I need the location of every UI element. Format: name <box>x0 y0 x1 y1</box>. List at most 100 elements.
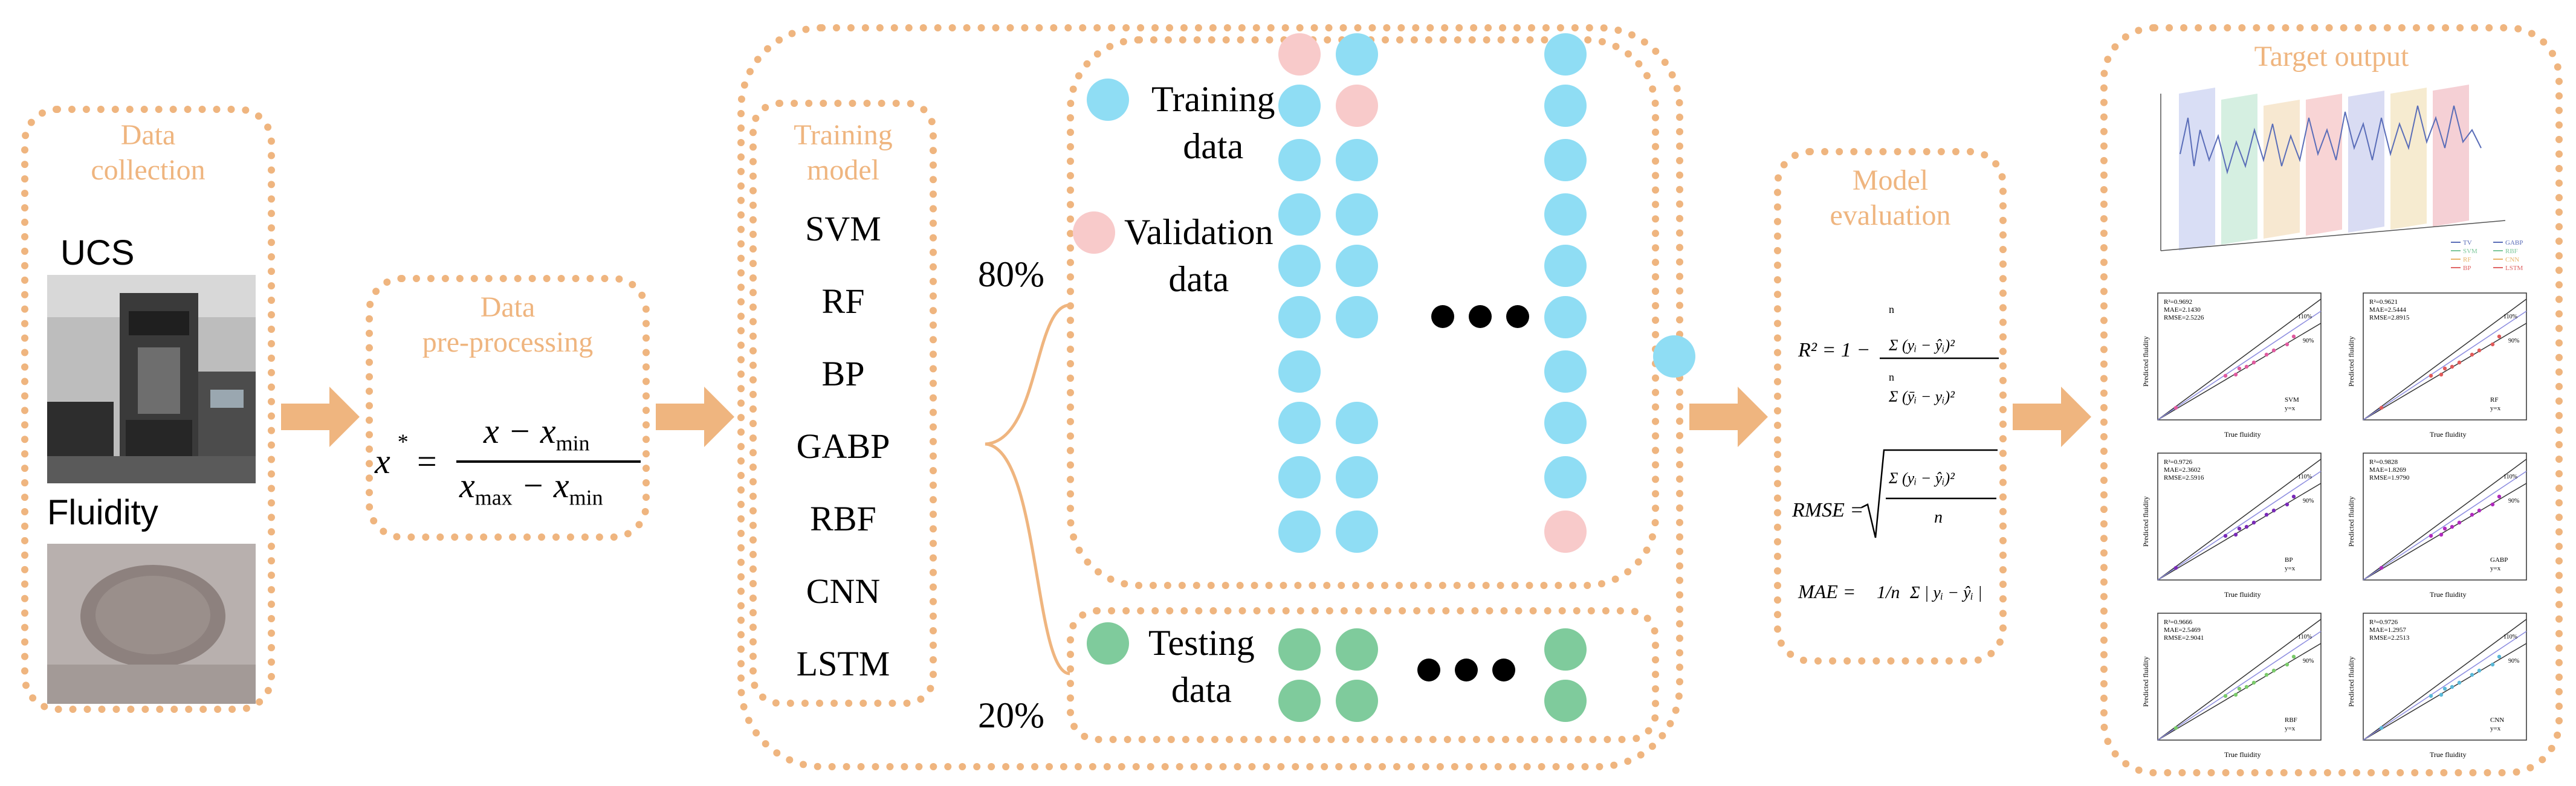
scatter-point <box>2457 520 2462 525</box>
panel-legend-fit: y=x <box>2490 565 2501 572</box>
identity-line <box>2157 311 2322 420</box>
training-sample-dot <box>1278 245 1321 287</box>
plot-frame <box>2363 453 2527 581</box>
identity-line <box>2363 311 2527 420</box>
scatter-point <box>2264 352 2269 357</box>
validation-sample-dot <box>1336 85 1378 127</box>
scatter-point <box>2285 342 2290 347</box>
scatter-point <box>2244 364 2249 369</box>
upper-band-line <box>2157 619 2322 741</box>
scatter-point <box>2264 512 2269 517</box>
fluidity-photo <box>47 544 256 704</box>
svg-text:n: n <box>1934 508 1943 527</box>
preprocessing-box <box>366 275 650 541</box>
ellipsis-dot <box>1455 659 1478 681</box>
panel-legend-fit: y=x <box>2285 725 2296 732</box>
scatter-point <box>2237 526 2242 531</box>
svg-text:Σ (ȳᵢ − yᵢ)²: Σ (ȳᵢ − yᵢ)² <box>1888 388 1955 405</box>
training-sample-dot <box>1336 193 1378 236</box>
stat-label: RMSE=2.9041 <box>2164 634 2204 642</box>
model-item: LSTM <box>796 644 890 683</box>
arrow-3 <box>1689 387 1768 447</box>
stat-label: RMSE=2.5226 <box>2164 314 2204 321</box>
x-axis-label: True fluidity <box>2430 430 2467 439</box>
sqrt-sign <box>1861 449 1998 538</box>
panel-legend-fit: y=x <box>2490 405 2501 412</box>
scatter-point <box>2244 524 2249 529</box>
training-sample-dot <box>1544 193 1587 236</box>
edge-training-dot <box>1653 335 1695 378</box>
scatter-point <box>2271 508 2276 513</box>
legend-label: SVM <box>2463 248 2477 255</box>
scatter-point <box>2439 532 2444 537</box>
scatter-point <box>2379 726 2384 730</box>
band-lower-label: 90% <box>2508 338 2519 344</box>
training-sample-dot <box>1336 511 1378 553</box>
identity-line <box>2157 631 2322 741</box>
y-axis-label: Predicted fluidity <box>2141 336 2150 387</box>
scatter-point <box>2442 526 2447 531</box>
plot-frame <box>2363 292 2527 420</box>
band-upper-label: 110% <box>2298 474 2312 480</box>
lower-band-line <box>2157 323 2322 420</box>
panel-legend-name: GABP <box>2490 556 2508 564</box>
y-axis-label: Predicted fluidity <box>2141 496 2150 547</box>
scatter-point <box>2173 726 2178 730</box>
testing-legend-dot <box>1087 622 1129 665</box>
model-item: BP <box>821 354 865 393</box>
scatter-panel-svm: R²=0.9692MAE=2.1430RMSE=2.5226SVMy=x110%… <box>2141 292 2322 439</box>
plot-frame <box>2363 613 2527 741</box>
scatter-point <box>2457 680 2462 685</box>
model-item: RBF <box>810 499 876 538</box>
testing-box <box>1067 607 1659 743</box>
target-output-box <box>2100 24 2563 776</box>
scatter-point <box>2173 565 2178 570</box>
ellipsis-dot <box>1506 305 1529 328</box>
upper-band-line <box>2157 459 2322 581</box>
training-sample-dot <box>1544 296 1587 338</box>
train-validation-box <box>1067 36 1659 589</box>
band-lower-label: 90% <box>2303 338 2314 344</box>
stat-label: MAE=2.1430 <box>2164 306 2201 314</box>
scatter-point <box>2223 373 2228 378</box>
scatter-point <box>2244 685 2249 689</box>
series-panels <box>2179 85 2469 251</box>
scatter-point <box>2291 654 2296 659</box>
scatter-point <box>2442 366 2447 371</box>
scatter-point <box>2233 532 2238 537</box>
legend-label: LSTM <box>2505 265 2523 272</box>
stat-label: RMSE=1.9790 <box>2369 474 2410 482</box>
scatter-point <box>2291 334 2296 339</box>
evaluation-formulas: R² = 1 − n Σ (yᵢ − ŷᵢ)² n Σ (ȳᵢ − yᵢ)² R… <box>1791 303 1999 602</box>
training-model-title: Training model <box>794 119 893 186</box>
panel-legend-name: SVM <box>2285 396 2299 404</box>
scatter-point <box>2470 672 2474 677</box>
scatter-point <box>2285 502 2290 507</box>
arrow-4 <box>2013 387 2091 447</box>
scatter-point <box>2223 533 2228 538</box>
data-collection-box <box>21 106 275 713</box>
scatter-panel-cnn: R²=0.9726MAE=1.2957RMSE=2.2513CNNy=x110%… <box>2347 613 2527 759</box>
identity-line <box>2363 631 2527 741</box>
training-sample-dot <box>1278 402 1321 444</box>
training-sample-dot <box>1278 139 1321 181</box>
ucs-label: UCS <box>60 233 135 272</box>
band-lower-label: 90% <box>2303 498 2314 504</box>
split-bracket <box>985 303 1070 675</box>
stat-label: RMSE=2.2513 <box>2369 634 2410 642</box>
scatter-point <box>2429 533 2433 538</box>
scatter-point <box>2429 373 2433 378</box>
y-axis-label: Predicted fluidity <box>2347 336 2355 387</box>
stat-label: MAE=2.5444 <box>2369 306 2406 314</box>
svg-text:RMSE =: RMSE = <box>1791 499 1863 521</box>
validation-legend-dot <box>1073 211 1115 254</box>
model-item: CNN <box>806 572 881 611</box>
stat-label: MAE=1.2957 <box>2369 627 2406 634</box>
scatter-point <box>2251 360 2256 365</box>
svg-text:Σ (yᵢ − ŷᵢ)²: Σ (yᵢ − ŷᵢ)² <box>1888 337 1955 354</box>
evaluation-box <box>1774 148 2007 665</box>
scatter-point <box>2477 348 2482 353</box>
validation-legend-label: Validation data <box>1124 212 1273 299</box>
scatter-panel-rf: R²=0.9621MAE=2.5444RMSE=2.8915RFy=x110%9… <box>2347 292 2527 439</box>
